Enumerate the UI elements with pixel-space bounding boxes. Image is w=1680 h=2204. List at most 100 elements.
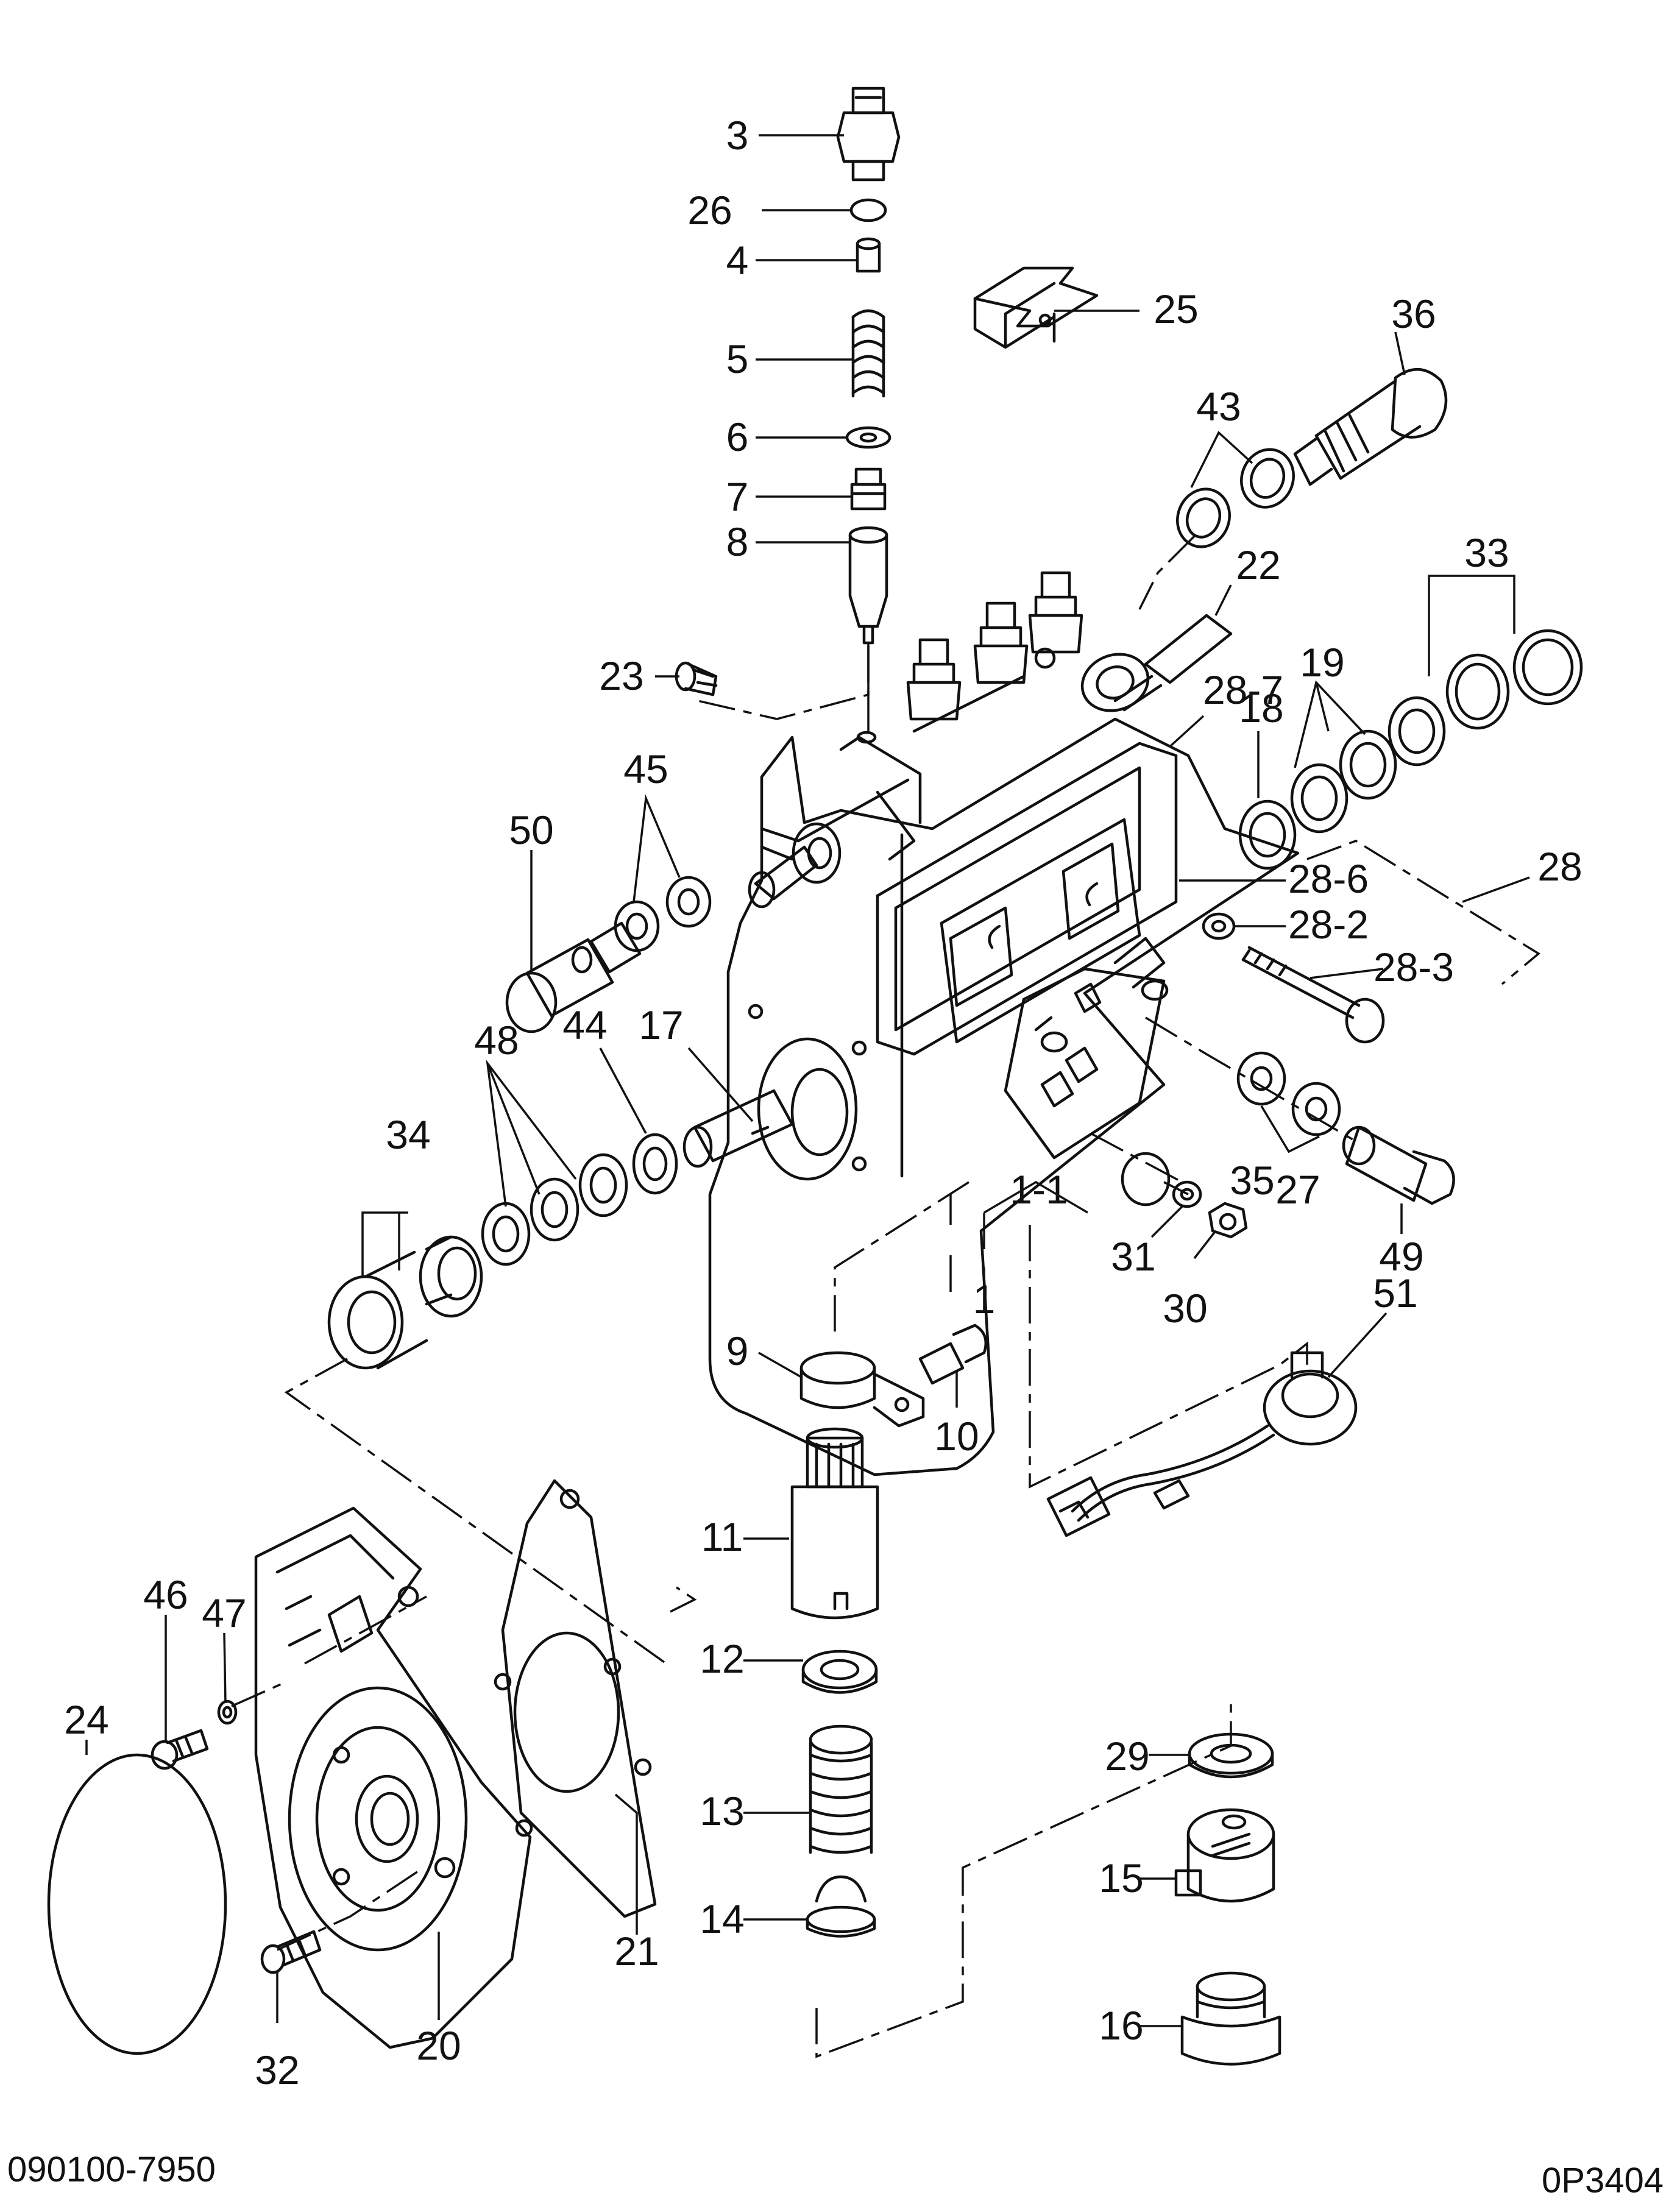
drive-shaft-17: [682, 1089, 794, 1168]
callout-30: 30: [1163, 1286, 1207, 1331]
plug-45-shaft: [748, 845, 818, 909]
washer-47: [217, 1699, 238, 1725]
shim-19-c: [1388, 696, 1446, 767]
callout-18: 18: [1239, 686, 1283, 731]
callout-35: 35: [1230, 1158, 1274, 1203]
dashline-31: [1090, 1132, 1183, 1183]
screw-23: [675, 661, 718, 696]
governor-cover-28: [876, 742, 1178, 1056]
callout-47: 47: [202, 1590, 246, 1635]
shim-19-b: [1339, 729, 1397, 800]
gear-34: [327, 1235, 483, 1370]
callout-26: 26: [687, 188, 732, 233]
callout-1: 1: [973, 1277, 996, 1322]
callout-36: 36: [1391, 291, 1436, 336]
dashline-23: [697, 646, 870, 720]
callout-28: 28: [1537, 844, 1582, 889]
washer-27-a: [1236, 1051, 1286, 1106]
callout-51: 51: [1373, 1270, 1417, 1316]
bolt-50: [505, 921, 642, 1033]
callout-29: 29: [1105, 1734, 1149, 1779]
callout-17: 17: [639, 1002, 683, 1047]
callout-22: 22: [1236, 542, 1280, 587]
dashline-28: [1306, 840, 1540, 985]
callout-4: 4: [726, 238, 749, 283]
lock-plate-25: [973, 266, 1099, 349]
washer-45-b: [665, 876, 712, 928]
governor-cover-20: [254, 1506, 532, 2049]
callout-14: 14: [700, 1896, 744, 1941]
callout-16: 16: [1099, 2003, 1143, 2048]
washer-43-a: [1176, 487, 1231, 548]
callout-7: 7: [726, 474, 749, 519]
callout-49: 49: [1379, 1234, 1423, 1279]
bolt-46: [151, 1729, 209, 1770]
o-ring-26: [849, 198, 887, 222]
washer-44: [632, 1133, 678, 1195]
control-sleeve-9: [799, 1351, 925, 1428]
delivery-valve-holder: [836, 87, 901, 182]
callout-27: 27: [1275, 1167, 1320, 1212]
callout-3: 3: [726, 113, 749, 158]
bracket-1-1: [1004, 937, 1169, 1160]
callout-28-2: 28-2: [1288, 902, 1369, 947]
washer-43-b: [1240, 448, 1295, 509]
callout-34: 34: [386, 1112, 430, 1157]
washer-48-a: [578, 1153, 628, 1217]
callout-25: 25: [1154, 286, 1198, 331]
bolt-10: [918, 1323, 988, 1385]
shim-18: [1238, 799, 1297, 870]
callout-28-6: 28-6: [1288, 856, 1369, 901]
leader-lines: [85, 134, 1530, 2027]
callout-48: 48: [474, 1018, 519, 1063]
dashline-9: [834, 1181, 969, 1334]
callout-21: 21: [614, 1929, 659, 1974]
callout-5: 5: [726, 336, 749, 381]
callout-23: 23: [599, 653, 643, 698]
sheet-code: 0P3404: [1542, 2161, 1664, 2200]
bolt-28-3: [1241, 946, 1385, 1044]
valve-seat: [848, 526, 888, 645]
washer-48-b: [530, 1177, 579, 1242]
plug-16: [1180, 1971, 1281, 2066]
delivery-holders-top: [906, 571, 1083, 721]
callout-28-3: 28-3: [1373, 944, 1454, 990]
callout-12: 12: [700, 1636, 744, 1681]
callout-28-7: 28-7: [1203, 667, 1283, 712]
callout-44: 44: [562, 1002, 607, 1047]
shim-19-a: [1290, 763, 1349, 834]
dashline-27: [1145, 1016, 1353, 1141]
callout-6: 6: [726, 414, 749, 459]
spring-seat-14: [806, 1875, 876, 1938]
injection-pump-body: [708, 675, 1300, 1476]
callout-31: 31: [1111, 1234, 1155, 1279]
valve-gasket: [845, 426, 891, 449]
callout-11: 11: [701, 1514, 743, 1559]
valve-body-15: [1174, 1808, 1275, 1903]
callout-19: 19: [1300, 640, 1344, 685]
callout-32: 32: [255, 2047, 299, 2092]
o-ring-24: [47, 1753, 227, 2055]
callout-8: 8: [726, 519, 749, 564]
dashline-14: [815, 1697, 1232, 2058]
dashline-46: [231, 1595, 427, 1707]
spring-seat-12: [801, 1649, 878, 1694]
callout-50: 50: [509, 807, 553, 852]
callout-9: 9: [726, 1328, 749, 1373]
dashline-21: [670, 1586, 697, 1613]
callout-33: 33: [1464, 530, 1509, 575]
dashline-34: [284, 1358, 672, 1668]
dashline-43: [1138, 535, 1196, 610]
valve-stopper: [856, 237, 881, 273]
stop-solenoid-22: [1080, 614, 1233, 712]
gear-33: [1445, 629, 1583, 730]
callout-10: 10: [934, 1414, 979, 1459]
dashline-51: [1029, 1225, 1308, 1489]
valve-spring: [851, 309, 885, 398]
callout-15: 15: [1099, 1855, 1143, 1901]
callout-43: 43: [1196, 384, 1241, 429]
washer-28-2: [1202, 912, 1236, 940]
